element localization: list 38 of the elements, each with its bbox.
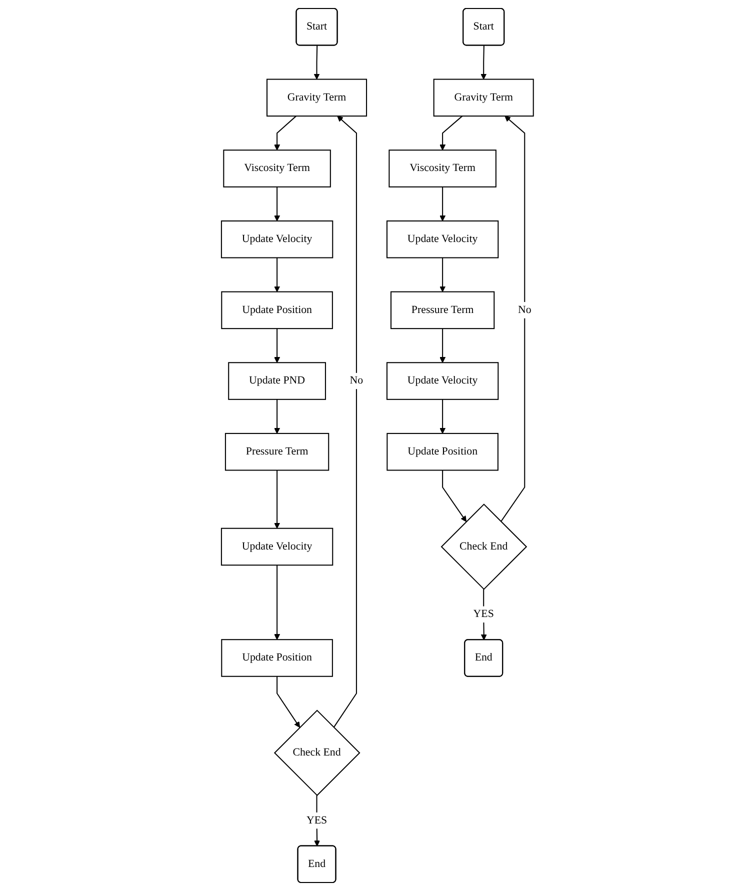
- arrow: [274, 186, 280, 222]
- arrow: [439, 186, 446, 222]
- arrow: [332, 116, 357, 728]
- node-box: Update Velocity: [386, 362, 498, 400]
- node-box: Update Velocity: [220, 528, 333, 566]
- arrow: [439, 258, 446, 292]
- node-box: Pressure Term: [224, 432, 329, 471]
- node-box: Update Velocity: [386, 220, 498, 258]
- node-box: Update Position: [220, 291, 333, 330]
- arrow: [439, 328, 446, 363]
- arrow: [276, 676, 300, 728]
- node-box: Pressure Term: [390, 291, 494, 330]
- node-box: Gravity Term: [432, 78, 534, 117]
- node-diamond: Check End: [440, 504, 527, 590]
- node-box: Update PND: [228, 362, 326, 400]
- edge-label: YES: [306, 814, 327, 826]
- node-box: Update Position: [220, 639, 333, 677]
- arrow: [274, 258, 280, 292]
- node-diamond: Check End: [274, 710, 360, 796]
- arrow: [442, 470, 466, 522]
- arrow: [274, 328, 280, 363]
- edge-label: YES: [472, 608, 494, 620]
- arrow: [274, 565, 280, 640]
- arrow: [439, 399, 446, 434]
- arrow: [313, 46, 320, 80]
- node-box: Viscosity Term: [388, 150, 496, 188]
- arrow: [480, 46, 486, 80]
- arrow: [274, 470, 280, 529]
- arrow: [274, 116, 296, 150]
- arrow: [274, 399, 280, 434]
- edge-label: No: [349, 374, 363, 386]
- node-box: Gravity Term: [266, 78, 367, 117]
- arrow: [439, 116, 462, 150]
- node-box: Viscosity Term: [222, 150, 331, 188]
- node-box: Update Velocity: [220, 220, 333, 258]
- arrow: [500, 116, 525, 522]
- edge-label: No: [518, 304, 531, 316]
- node-box: Update Position: [386, 432, 498, 471]
